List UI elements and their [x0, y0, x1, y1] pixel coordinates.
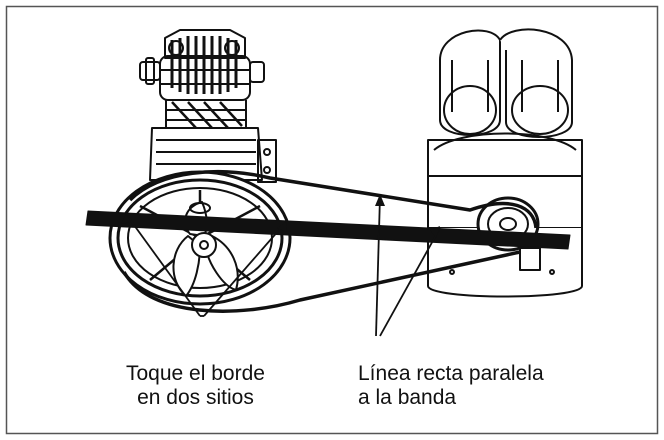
arrow-heads [121, 194, 440, 238]
compressor-pump [139, 29, 277, 183]
caption-straight-line-line-2: a la banda [358, 386, 457, 409]
caption-touch-edge-line-1: Toque el borde [126, 362, 265, 385]
belt [122, 170, 538, 313]
straight-edge [85, 210, 571, 250]
figure-border [5, 5, 659, 435]
caption-straight-line-line-1: Línea recta paralela [358, 362, 544, 385]
caption-straight-line: Línea recta paralela a la banda [358, 362, 544, 410]
motor [427, 28, 583, 298]
leader-lines [125, 195, 441, 337]
caption-touch-edge: Toque el borde en dos sitios [126, 362, 265, 410]
caption-touch-edge-line-2: en dos sitios [137, 386, 254, 409]
